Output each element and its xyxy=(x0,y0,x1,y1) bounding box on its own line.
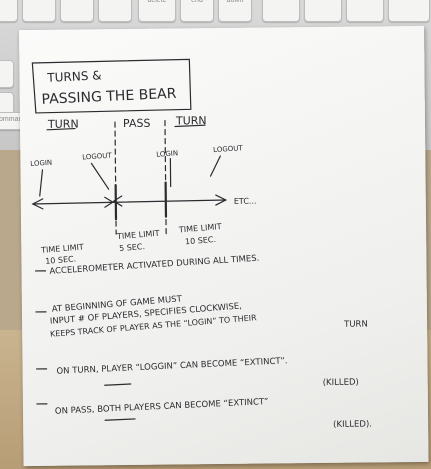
phase-label-turn-1: TURN xyxy=(47,118,79,131)
turn-underline-3 xyxy=(104,383,132,386)
arrow-left xyxy=(31,198,44,210)
delete-key-label: delete xyxy=(147,0,167,4)
key xyxy=(388,0,430,22)
title-box xyxy=(31,58,192,114)
phase-label-turn-2: TURN xyxy=(175,114,207,127)
title-line-2: PASSING THE BEAR xyxy=(41,86,177,108)
key xyxy=(98,0,132,22)
turn-underline-1 xyxy=(46,127,76,131)
mark-login-1: LOGIN xyxy=(30,159,52,168)
logout-arrow-2 xyxy=(209,155,221,177)
time-limit-3-label: TIME LIMIT xyxy=(178,222,222,234)
mark-logout-2: LOGOUT xyxy=(213,144,244,154)
handwritten-notes: TURNS & PASSING THE BEAR TURN PASS TURN … xyxy=(30,58,372,430)
key xyxy=(0,0,18,22)
key xyxy=(22,0,56,22)
note-killed-1: (KILLED) xyxy=(323,378,359,388)
key xyxy=(60,0,94,22)
key xyxy=(346,0,384,22)
key xyxy=(262,0,300,22)
time-limit-1-value: 10 SEC. xyxy=(45,254,77,265)
arrow-right-2 xyxy=(215,194,228,206)
pass-underline xyxy=(104,418,136,421)
time-limit-3-value: 10 SEC. xyxy=(185,235,217,246)
timeline xyxy=(32,199,227,205)
note-killed-2: (KILLED). xyxy=(333,419,372,429)
end-key: end xyxy=(180,0,214,22)
note-on-turn: ON TURN, PLAYER “LOGGIN” CAN BECOME “EXT… xyxy=(56,356,287,376)
paper-sheet: TURNS & PASSING THE BEAR TURN PASS TURN … xyxy=(19,25,429,467)
time-limit-2-label: TIME LIMIT xyxy=(116,229,160,241)
end-key-label: end xyxy=(191,0,203,4)
title-line-1: TURNS & xyxy=(46,68,102,84)
key xyxy=(0,60,14,88)
down-key: down xyxy=(218,0,252,22)
note-on-pass: ON PASS, BOTH PLAYERS CAN BECOME “EXTINC… xyxy=(55,397,269,417)
down-key-label: down xyxy=(226,0,244,4)
command-key-label: ommand xyxy=(0,116,27,123)
note-accelerometer: ACCELEROMETER ACTIVATED DURING ALL TIMES… xyxy=(49,254,260,277)
arrow-left-2 xyxy=(112,195,123,207)
etc-label: ETC... xyxy=(234,197,257,206)
note-turn: TURN xyxy=(343,319,368,329)
phase-label-pass: PASS xyxy=(123,117,151,130)
time-limit-2-value: 5 SEC. xyxy=(119,242,146,253)
mark-logout-1: LOGOUT xyxy=(82,152,113,162)
time-limit-1-label: TIME LIMIT xyxy=(40,242,84,254)
delete-key: delete xyxy=(138,0,176,22)
login-arrow-1 xyxy=(39,169,44,197)
arrow-right-1 xyxy=(104,196,114,208)
logout-arrow-1 xyxy=(90,162,110,190)
key xyxy=(304,0,342,22)
turn-underline-2 xyxy=(174,124,206,128)
mark-login-2: LOGIN xyxy=(156,149,178,158)
